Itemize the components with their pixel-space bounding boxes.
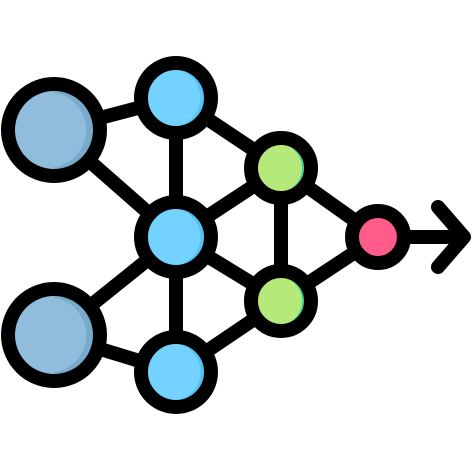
secondary-node-top	[244, 131, 318, 205]
input-node-top	[1, 77, 107, 183]
hidden-node-bottom-core	[143, 343, 201, 401]
arrow-head	[431, 200, 471, 274]
input-node-top-outline	[1, 77, 107, 183]
hidden-node-middle	[134, 195, 218, 279]
output-arrow-icon	[397, 200, 471, 274]
network-nodes	[1, 56, 411, 414]
hidden-node-top-core	[143, 69, 201, 127]
secondary-node-bottom-core	[252, 276, 302, 326]
secondary-node-bottom-outline	[244, 264, 318, 338]
input-node-bottom-outline	[1, 282, 107, 388]
hidden-node-bottom	[134, 330, 218, 414]
hidden-node-middle-outline	[134, 195, 218, 279]
input-node-top-core	[10, 92, 87, 168]
hidden-node-top	[134, 56, 218, 140]
input-node-bottom	[1, 282, 107, 388]
output-node-core	[353, 215, 397, 259]
secondary-node-bottom	[244, 264, 318, 338]
hidden-node-top-outline	[134, 56, 218, 140]
hidden-node-bottom-outline	[134, 330, 218, 414]
input-node-bottom-core	[10, 297, 87, 373]
secondary-node-top-core	[252, 143, 302, 193]
secondary-node-top-outline	[244, 131, 318, 205]
hidden-node-middle-core	[143, 208, 201, 266]
